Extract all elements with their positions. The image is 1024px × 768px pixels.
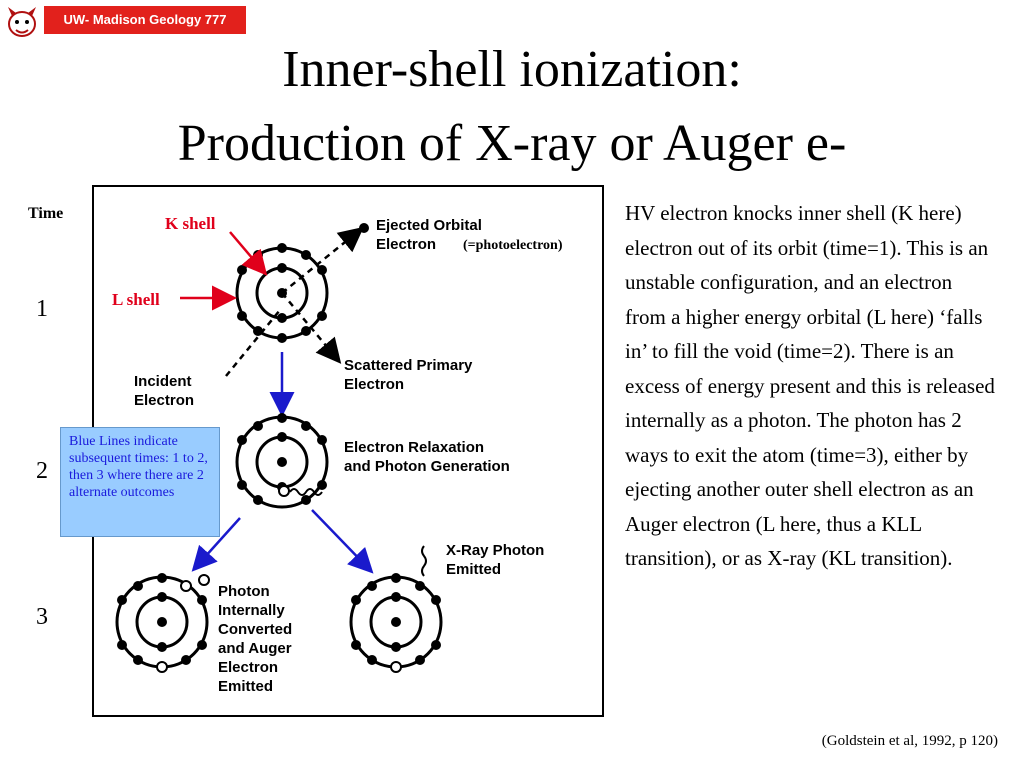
auger-line-4: and Auger (218, 640, 292, 657)
scattered-line-2: Electron (344, 376, 405, 393)
ejected-electron-label: Ejected Orbital Electron (376, 216, 482, 254)
xray-line-1: X-Ray Photon (446, 542, 545, 559)
l-shell-label: L shell (112, 290, 160, 309)
page-subtitle: Production of X-ray or Auger e- (177, 115, 847, 172)
scattered-line-1: Scattered Primary (344, 357, 473, 374)
photoelectron-label: (=photoelectron) (463, 238, 563, 253)
ejected-line-2: Electron (376, 236, 437, 253)
ejected-line-1: Ejected Orbital (376, 217, 482, 234)
auger-line-2: Internally (218, 602, 285, 619)
scattered-electron-label: Scattered Primary Electron (344, 356, 472, 394)
k-shell-label: K shell (165, 214, 216, 233)
incident-electron-label: Incident Electron (134, 372, 194, 410)
relax-line-2: and Photon Generation (344, 458, 510, 475)
description-text: HV electron knocks inner shell (K here) … (625, 201, 995, 570)
blue-lines-note: Blue Lines indicate subsequent times: 1 … (60, 427, 220, 537)
xray-line-2: Emitted (446, 561, 502, 578)
time-step-1: 1 (36, 296, 48, 322)
page-title: Inner-shell ionization: (282, 41, 742, 98)
incident-line-1: Incident (134, 373, 192, 390)
time-label: Time (28, 205, 64, 222)
badger-logo-icon (2, 2, 42, 42)
auger-line-6: Emitted (218, 678, 274, 695)
xray-emitted-label: X-Ray Photon Emitted (446, 541, 544, 579)
course-badge: UW- Madison Geology 777 (44, 6, 246, 34)
time-step-3: 3 (36, 604, 48, 630)
auger-line-3: Converted (218, 621, 293, 638)
relax-line-1: Electron Relaxation (344, 439, 485, 456)
relaxation-label: Electron Relaxation and Photon Generatio… (344, 438, 510, 476)
citation: (Goldstein et al, 1992, p 120) (821, 733, 998, 749)
incident-line-2: Electron (134, 392, 195, 409)
auger-emitted-label: Photon Internally Converted and Auger El… (218, 582, 328, 696)
auger-line-5: Electron (218, 659, 279, 676)
time-step-2: 2 (36, 458, 48, 484)
auger-line-1: Photon (218, 583, 270, 600)
